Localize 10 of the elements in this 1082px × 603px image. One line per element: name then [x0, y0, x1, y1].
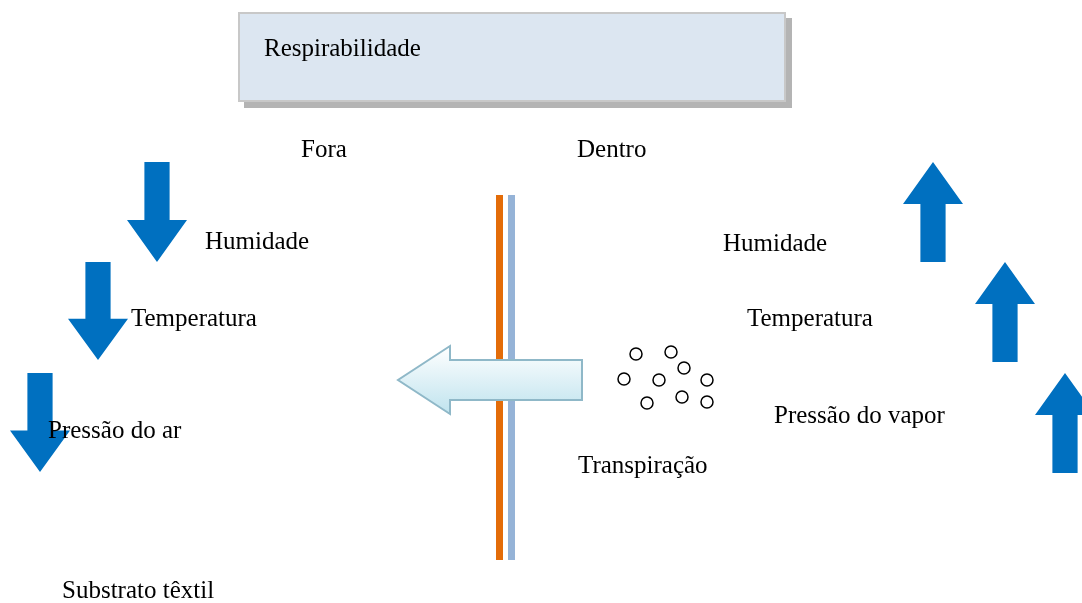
- label-text: Humidade: [723, 229, 828, 257]
- label-text: Substrato têxtil: [62, 576, 215, 603]
- label-text: Pressão do vapor: [774, 401, 945, 429]
- label-text: Fora: [301, 135, 347, 163]
- label-text: Temperatura: [747, 304, 873, 332]
- label-text: Transpiração: [578, 451, 708, 479]
- title-text: Respirabilidade: [264, 34, 421, 62]
- label-text: Temperatura: [131, 304, 257, 332]
- label-text: Dentro: [577, 135, 647, 163]
- label-text: Humidade: [205, 227, 310, 255]
